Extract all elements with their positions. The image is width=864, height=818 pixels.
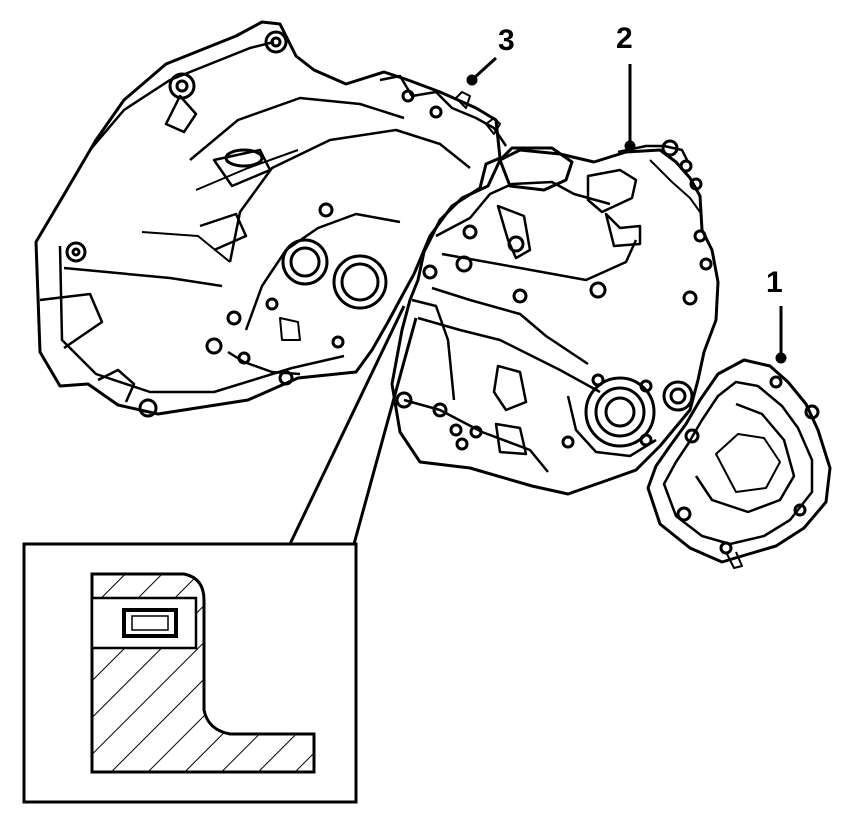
callout-2-dot bbox=[624, 140, 636, 152]
gearbox-case bbox=[379, 74, 720, 496]
detail-leader bbox=[288, 305, 418, 545]
callout-label-2: 2 bbox=[616, 22, 633, 55]
callout-label-3: 3 bbox=[498, 24, 515, 57]
callout-1-dot bbox=[775, 352, 787, 364]
callout-3-leader bbox=[472, 56, 498, 80]
end-cover bbox=[646, 358, 832, 569]
callout-label-1: 1 bbox=[766, 266, 783, 299]
callout-leaders bbox=[466, 56, 787, 364]
bell-housing bbox=[34, 20, 502, 418]
callout-3-dot bbox=[466, 74, 478, 86]
detail-inset bbox=[22, 542, 358, 804]
